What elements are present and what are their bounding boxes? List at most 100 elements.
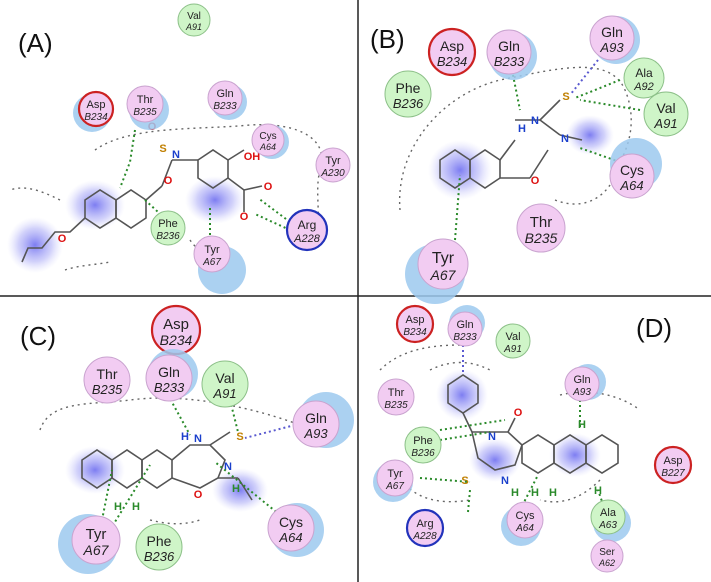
panel-label: (C) [20,321,56,351]
residue-bubble [77,90,115,128]
residue-chain-id: A63 [598,520,617,531]
atom-label: H [181,431,189,443]
ligand-structure: S O O N OH O O O [21,121,273,263]
residue-chain-id: A228 [412,531,437,542]
hydrophobic-glow [185,176,245,224]
residue-name: Cys [279,514,303,530]
residue-chain-id: B234 [437,54,467,69]
residue-chain-id: B236 [156,231,180,242]
residue-bubble [376,459,414,497]
hydrophobic-glow [436,369,488,421]
residue-name: Cys [516,510,535,522]
residue-bubble [177,3,211,37]
residue-name: Tyr [325,155,341,167]
ligand-structure: H N S N O [439,91,583,189]
residue-name: Gln [573,374,590,386]
residue-bubble [83,356,131,404]
residue-bubble [193,235,231,273]
residue-name: Val [215,370,234,386]
interaction-line [244,424,296,439]
residue-chain-id: B234 [84,112,108,123]
panel-d: (D) O N N S H H H H H A [373,304,693,573]
panel-b: (B) H N S N O AspB234GlnB233GlnA93PheB23… [370,15,689,304]
residue-bubble [285,208,329,252]
residue-name: Arg [298,218,317,232]
residue-bubble [653,445,693,485]
residue-bubble [267,504,315,552]
residue-bubble [207,80,243,116]
atom-label: OH [244,151,261,163]
interaction-line [214,461,281,516]
residue-chain-id: A93 [572,387,591,398]
atom-label: N [224,461,232,473]
residue-group: AspB234GlnB233GlnA93PheB236AlaA92ValA91C… [384,15,689,304]
atom-label: H [114,501,122,513]
panel-a: (A) S O O N OH O O O [7,3,351,294]
residue-name: Asp [664,455,683,467]
atom-label: N [194,433,202,445]
interaction-line [579,99,641,111]
residue-group: ValA91AspB234ThrB235GlnB233CysA64TyrA230… [73,3,351,294]
residue-chain-id: A67 [430,267,457,283]
atom-label: O [164,175,173,187]
residue-name: Gln [601,24,623,40]
interaction-line [439,431,491,441]
residue-chain-id: A62 [598,558,615,568]
interaction-line [254,213,291,231]
residue-bubble [486,29,532,75]
atom-label: N [172,149,180,161]
residue-name: Phe [158,218,178,230]
residue-bubble [384,70,432,118]
residue-name: Ser [599,547,615,558]
interaction-line [454,174,461,241]
atom-label: N [531,115,539,127]
residue-chain-id: B234 [403,327,427,338]
residue-name: Val [505,331,520,343]
panel-label: (A) [18,28,53,58]
residue-chain-id: B234 [160,332,193,348]
panel-c: (C) H N S N O H H H AspB234ThrB235GlnB23… [20,304,354,574]
residue-chain-id: B233 [154,380,185,395]
residue-chain-id: A91 [503,344,522,355]
interaction-line [439,419,506,431]
residue-chain-id: A67 [83,542,110,558]
residue-bubble [405,508,445,548]
residue-chain-id: B235 [384,400,408,411]
residue-bubble [251,123,285,157]
residue-chain-id: A91 [212,386,236,401]
residue-name: Thr [97,366,118,382]
residue-chain-id: B233 [453,332,477,343]
residue-chain-id: A93 [599,40,624,55]
residue-chain-id: A64 [259,142,276,152]
hydrophobic-glow [212,468,268,512]
residue-name: Asp [440,38,464,54]
hydrophobic-glow [428,140,492,200]
residue-name: Gln [216,88,233,100]
residue-bubble [292,400,340,448]
residue-name: Tyr [387,468,403,480]
